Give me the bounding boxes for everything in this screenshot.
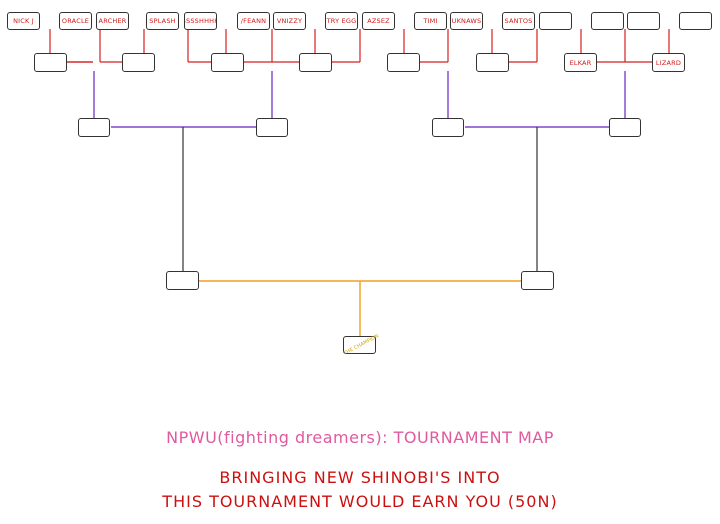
round1-slot: NICK J	[7, 12, 40, 30]
semifinal-slot	[166, 271, 199, 290]
round1-slot: TRY EGG	[325, 12, 358, 30]
round1-slot: VNIZZY	[273, 12, 306, 30]
round1-slot: SANTOS	[502, 12, 535, 30]
round2-slot	[211, 53, 244, 72]
round1-slot: ORACLE	[59, 12, 92, 30]
round2-slot	[122, 53, 155, 72]
round2-slot: ELKAR	[564, 53, 597, 72]
round1-slot	[627, 12, 660, 30]
round3-connectors	[182, 127, 538, 271]
round1-slot	[539, 12, 572, 30]
round2-slot	[476, 53, 509, 72]
round1-slot: TIMI	[414, 12, 447, 30]
round2-slot: LIZARD	[652, 53, 685, 72]
final-connectors	[199, 280, 521, 337]
round2-connectors	[93, 71, 626, 128]
round3-slot	[78, 118, 110, 137]
round1-slot: AZSEZ	[362, 12, 395, 30]
round1-slot: SSSSHHHH	[184, 12, 217, 30]
round1-slot	[679, 12, 712, 30]
semifinal-slot	[521, 271, 554, 290]
round3-slot	[432, 118, 464, 137]
round2-slot	[299, 53, 332, 72]
round1-slot: /FEANN	[237, 12, 270, 30]
round1-slot	[591, 12, 624, 30]
map-title: NPWU(fighting dreamers): TOURNAMENT MAP	[166, 428, 554, 447]
champion-label: THE CHAMPION	[342, 333, 380, 357]
round3-slot	[609, 118, 641, 137]
round1-slot: ARCHER	[96, 12, 129, 30]
reward-note-line1: BRINGING NEW SHINOBI'S INTO	[219, 468, 501, 487]
round1-slot: UKNAWS	[450, 12, 483, 30]
round2-slot	[34, 53, 67, 72]
round2-slot	[387, 53, 420, 72]
reward-note-line2: THIS TOURNAMENT WOULD EARN YOU (50N)	[162, 492, 558, 511]
round1-slot: SPLASH	[146, 12, 179, 30]
round3-slot	[256, 118, 288, 137]
champion-slot: THE CHAMPION	[343, 333, 380, 356]
